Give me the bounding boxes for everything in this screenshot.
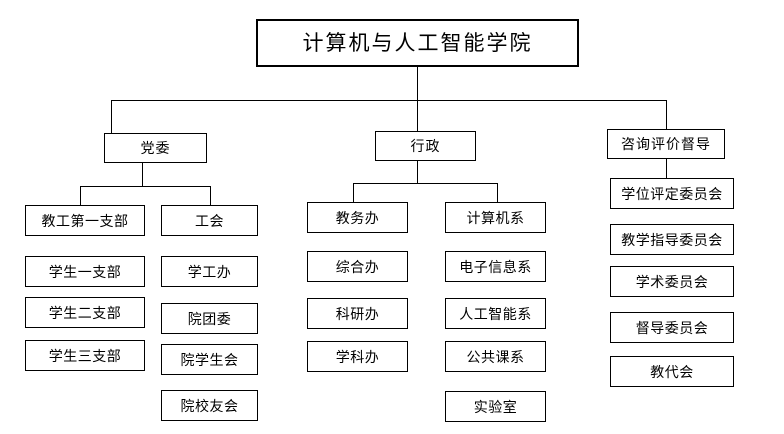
leaf-node-supervision-column-1-1: 教学指导委员会 — [610, 224, 734, 255]
leaf-node-party-column-1-3: 学生三支部 — [25, 340, 145, 371]
leaf-node-admin-column-2-4: 实验室 — [445, 391, 546, 422]
leaf-node-admin-column-2-3: 公共课系 — [445, 341, 546, 372]
leaf-node-supervision-column-1-4: 教代会 — [610, 356, 734, 387]
leaf-node-admin-column-2-0: 计算机系 — [445, 202, 546, 233]
connector-root-bus — [111, 100, 666, 101]
connector-drop-party — [111, 100, 112, 133]
connector-drop-admin — [417, 100, 418, 131]
connector-party-stem — [142, 163, 143, 186]
leaf-node-admin-column-1-2: 科研办 — [307, 298, 408, 329]
branch-header-supervision: 咨询评价督导 — [607, 129, 725, 159]
leaf-node-admin-column-1-1: 综合办 — [307, 251, 408, 282]
leaf-node-party-column-2-4: 院校友会 — [161, 390, 258, 421]
leaf-node-party-column-1-1: 学生一支部 — [25, 256, 145, 287]
leaf-node-party-column-2-0: 工会 — [161, 205, 258, 236]
connector-party-c2-drop — [210, 186, 211, 205]
branch-header-party-committee: 党委 — [104, 133, 207, 163]
connector-party-c1-drop — [80, 186, 81, 205]
connector-admin-c2-drop — [497, 183, 498, 202]
root-node-college: 计算机与人工智能学院 — [256, 19, 579, 67]
leaf-node-supervision-column-1-2: 学术委员会 — [610, 266, 734, 297]
connector-supervision-stem — [666, 159, 667, 178]
connector-admin-bus — [353, 183, 497, 184]
leaf-node-party-column-1-0: 教工第一支部 — [25, 205, 145, 236]
leaf-node-party-column-2-1: 学工办 — [161, 256, 258, 287]
leaf-node-admin-column-1-3: 学科办 — [307, 341, 408, 372]
leaf-node-supervision-column-1-0: 学位评定委员会 — [610, 178, 734, 209]
connector-root-stem — [417, 67, 418, 100]
connector-admin-stem — [417, 161, 418, 183]
leaf-node-admin-column-2-1: 电子信息系 — [445, 251, 546, 282]
leaf-node-supervision-column-1-3: 督导委员会 — [610, 312, 734, 343]
leaf-node-admin-column-2-2: 人工智能系 — [445, 298, 546, 329]
leaf-node-party-column-2-2: 院团委 — [161, 303, 258, 334]
connector-admin-c1-drop — [353, 183, 354, 202]
leaf-node-party-column-1-2: 学生二支部 — [25, 297, 145, 328]
leaf-node-admin-column-1-0: 教务办 — [307, 202, 408, 233]
branch-header-administration: 行政 — [375, 131, 476, 161]
connector-drop-supervision — [666, 100, 667, 129]
connector-party-bus — [80, 186, 210, 187]
leaf-node-party-column-2-3: 院学生会 — [161, 344, 258, 375]
